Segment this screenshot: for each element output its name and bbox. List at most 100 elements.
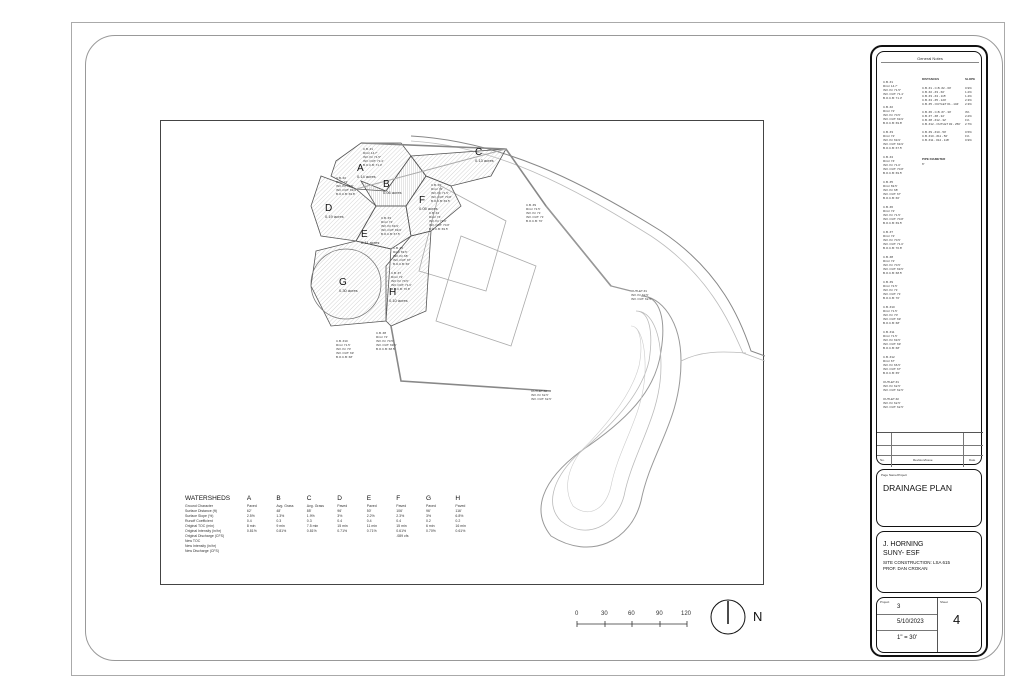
structure-callout: C.B. #10 Rim= 71.5' INV. IN: 70' INV. OU… [336, 339, 354, 359]
watershed-area: 0.10 acres [389, 298, 408, 303]
table-row: Original Discharge (CFS).089 cfs [183, 533, 483, 538]
author-name: J. HORNING [883, 541, 924, 548]
scale-tick-label: 60 [628, 611, 635, 617]
table-cell [335, 548, 365, 553]
distance-entry: C.B. #2 - #3 - 60' [922, 90, 945, 94]
revision-header: Revision/Issue [913, 458, 933, 462]
pond-inner [567, 325, 646, 512]
watershed-label-f: F 0.05 acres [419, 195, 438, 211]
structure-entry: OUTLET #2 INV. IN: 62.5' INV. OUT: 62.5' [883, 397, 904, 409]
table-cell [245, 548, 274, 553]
watershed-area: 0.06 acres [383, 190, 402, 195]
distance-slope: 0.5% [965, 130, 972, 134]
pipe-header: PIPE DIAMETER [922, 157, 946, 161]
distance-entry: C.B. #12 - OUTLET #2 - 250' [922, 122, 961, 126]
distance-entry: C.B. #10 - #11 - 50' [922, 134, 948, 138]
table-cell: 48' [276, 508, 281, 513]
table-cell: 0.61% [396, 528, 407, 533]
sheet-number: 4 [953, 612, 961, 627]
structure-entry: C.B. #10 Rim= 71.5' INV. IN: 70' INV. OU… [883, 305, 901, 325]
structure-callout: C.B. #1 Rim= 14.7' INV. IN: 71.5" INV. O… [363, 147, 384, 167]
distance-slope: 1.4% [965, 94, 972, 98]
table-row-label: New TOC [185, 538, 201, 543]
table-cell [394, 548, 424, 553]
watershed-letter: H [389, 287, 397, 298]
structure-entry: C.B. #12 Rim= 67' INV. IN: 66.5' INV. OU… [883, 355, 901, 375]
sheet-title-panel: Page Name/Project DRAINAGE PLAN [876, 469, 982, 527]
author-panel: J. HORNING SUNY- ESF SITE CONSTRUCTION: … [876, 531, 982, 593]
table-cell: 2.5% [246, 513, 255, 518]
distance-slope: 0.9% [965, 138, 972, 142]
table-cell: 8 min [246, 523, 256, 528]
table-cell: 0.2 [455, 518, 461, 523]
pipe-run-3 [355, 148, 507, 190]
school-name: SUNY- ESF [883, 550, 920, 557]
structure-entry: C.B. #1 Rim= 14.7' INV. IN: 71.5" INV. O… [883, 80, 904, 100]
revision-date-label: Date [969, 458, 976, 462]
watershed-area: 0.14 acres [357, 174, 376, 179]
table-column-header: A [246, 495, 252, 502]
course-name: SITE CONSTRUCTION: LSA 615 [883, 560, 951, 565]
distance-slope: 2.3% [965, 98, 972, 102]
table-column-header: C [306, 495, 312, 502]
table-cell: 1.3% [276, 513, 285, 518]
distances-header: DISTANCES [922, 77, 940, 81]
table-cell: Paved [246, 503, 257, 508]
watershed-area: 0.19 acres [325, 214, 344, 219]
structure-callout: C.B. #3 Rim= 72' INV. IN: 69.9' INV. OUT… [381, 216, 402, 236]
watershed-area: 0.13 acres [475, 158, 494, 163]
info-col-line [937, 598, 938, 652]
watershed-label-g: G 0.30 acres [339, 277, 358, 293]
distance-entry: C.B. #8 - #12 - 32' [922, 118, 947, 122]
watershed-label-c: C 0.13 acres [475, 147, 494, 163]
table-cell: 0.3 [306, 518, 312, 523]
table-cell: Avg. Grass [306, 503, 325, 508]
structure-entry: OUTLET #1 INV. IN: 62.5' INV. OUT: 62.5' [883, 380, 904, 392]
table-cell: .089 cfs [396, 533, 409, 538]
project-number: 3 [897, 604, 901, 610]
table-cell: Avg. Grass [276, 503, 294, 508]
watershed-letter: G [339, 277, 347, 288]
distance-slope: 3% [965, 110, 970, 114]
info-row-line [877, 630, 937, 631]
watershed-area: 0.05 acres [419, 206, 438, 211]
distance-entry: C.B. #4 - #5 - 120' [922, 98, 947, 102]
site-plan [310, 135, 765, 548]
table-cell [274, 548, 304, 553]
watershed-c [410, 148, 507, 187]
revision-table: No. Revision/Issue Date [877, 432, 983, 467]
table-row: Ground Character Paved Avg. Grass Avg. Gras… [183, 503, 483, 508]
structure-entry: C.B. #6 Rim= 72' INV. IN: 71.5' INV. OUT… [883, 205, 904, 225]
sheet-label: Sheet [940, 600, 948, 604]
structure-entry: C.B. #9 Rim= 72.5' INV. IN: 71' INV. OUT… [883, 280, 901, 300]
structure-entry: C.B. #5 Rim= 69.5' INV. IN: 68' INV. OUT… [883, 180, 901, 200]
structure-entry: C.B. #2 Rim= 72' INV. IN: 70.5' INV. OUT… [883, 105, 904, 125]
revision-row-line [877, 455, 983, 456]
table-cell: 0.70% [426, 528, 436, 533]
structure-callout: OUTLET #1 INV. IN: 62.5' INV. OUT: 62.5' [631, 289, 652, 301]
distance-slope: 2.7% [965, 122, 972, 126]
table-row-label: Runoff Coefficient [185, 518, 213, 523]
structure-entry: C.B. #8 Rim= 72' INV. IN: 70.5' INV. OUT… [883, 255, 904, 275]
table-row: Original Intensity (in/hr)0.81%0.81%0.81… [183, 528, 483, 533]
pond-loop [680, 351, 747, 362]
table-row: Surface Slope (%)2.5%1.3%1.9%3%2.2%2.3%3… [183, 513, 483, 518]
structure-entry: C.B. #11 Rim= 71.5' INV. IN: 69.5' INV. … [883, 330, 901, 350]
watershed-g-circle [310, 248, 382, 320]
revision-no-label: No. [880, 458, 885, 462]
watershed-label-d: D 0.19 acres [325, 203, 344, 219]
distance-slope: 2.2% [965, 114, 972, 118]
table-cell: 0.3 [276, 518, 282, 523]
table-row-label: Ground Character [185, 503, 214, 508]
watershed-letter: C [475, 147, 483, 158]
table-row-label: New Discharge (CFS) [185, 548, 220, 553]
table-cell [365, 548, 394, 553]
structure-entry: C.B. #4 Rim= 74' INV. IN: 71.0' INV. OUT… [883, 155, 904, 175]
watershed-letter: D [325, 203, 333, 214]
sheet-name-label: Page Name/Project [881, 473, 908, 477]
north-arrow-icon [710, 599, 746, 635]
distance-slope: 1.2% [965, 90, 972, 94]
structure-entry: C.B. #7 Rim= 72' INV. IN: 70.5' INV. OUT… [883, 230, 904, 250]
